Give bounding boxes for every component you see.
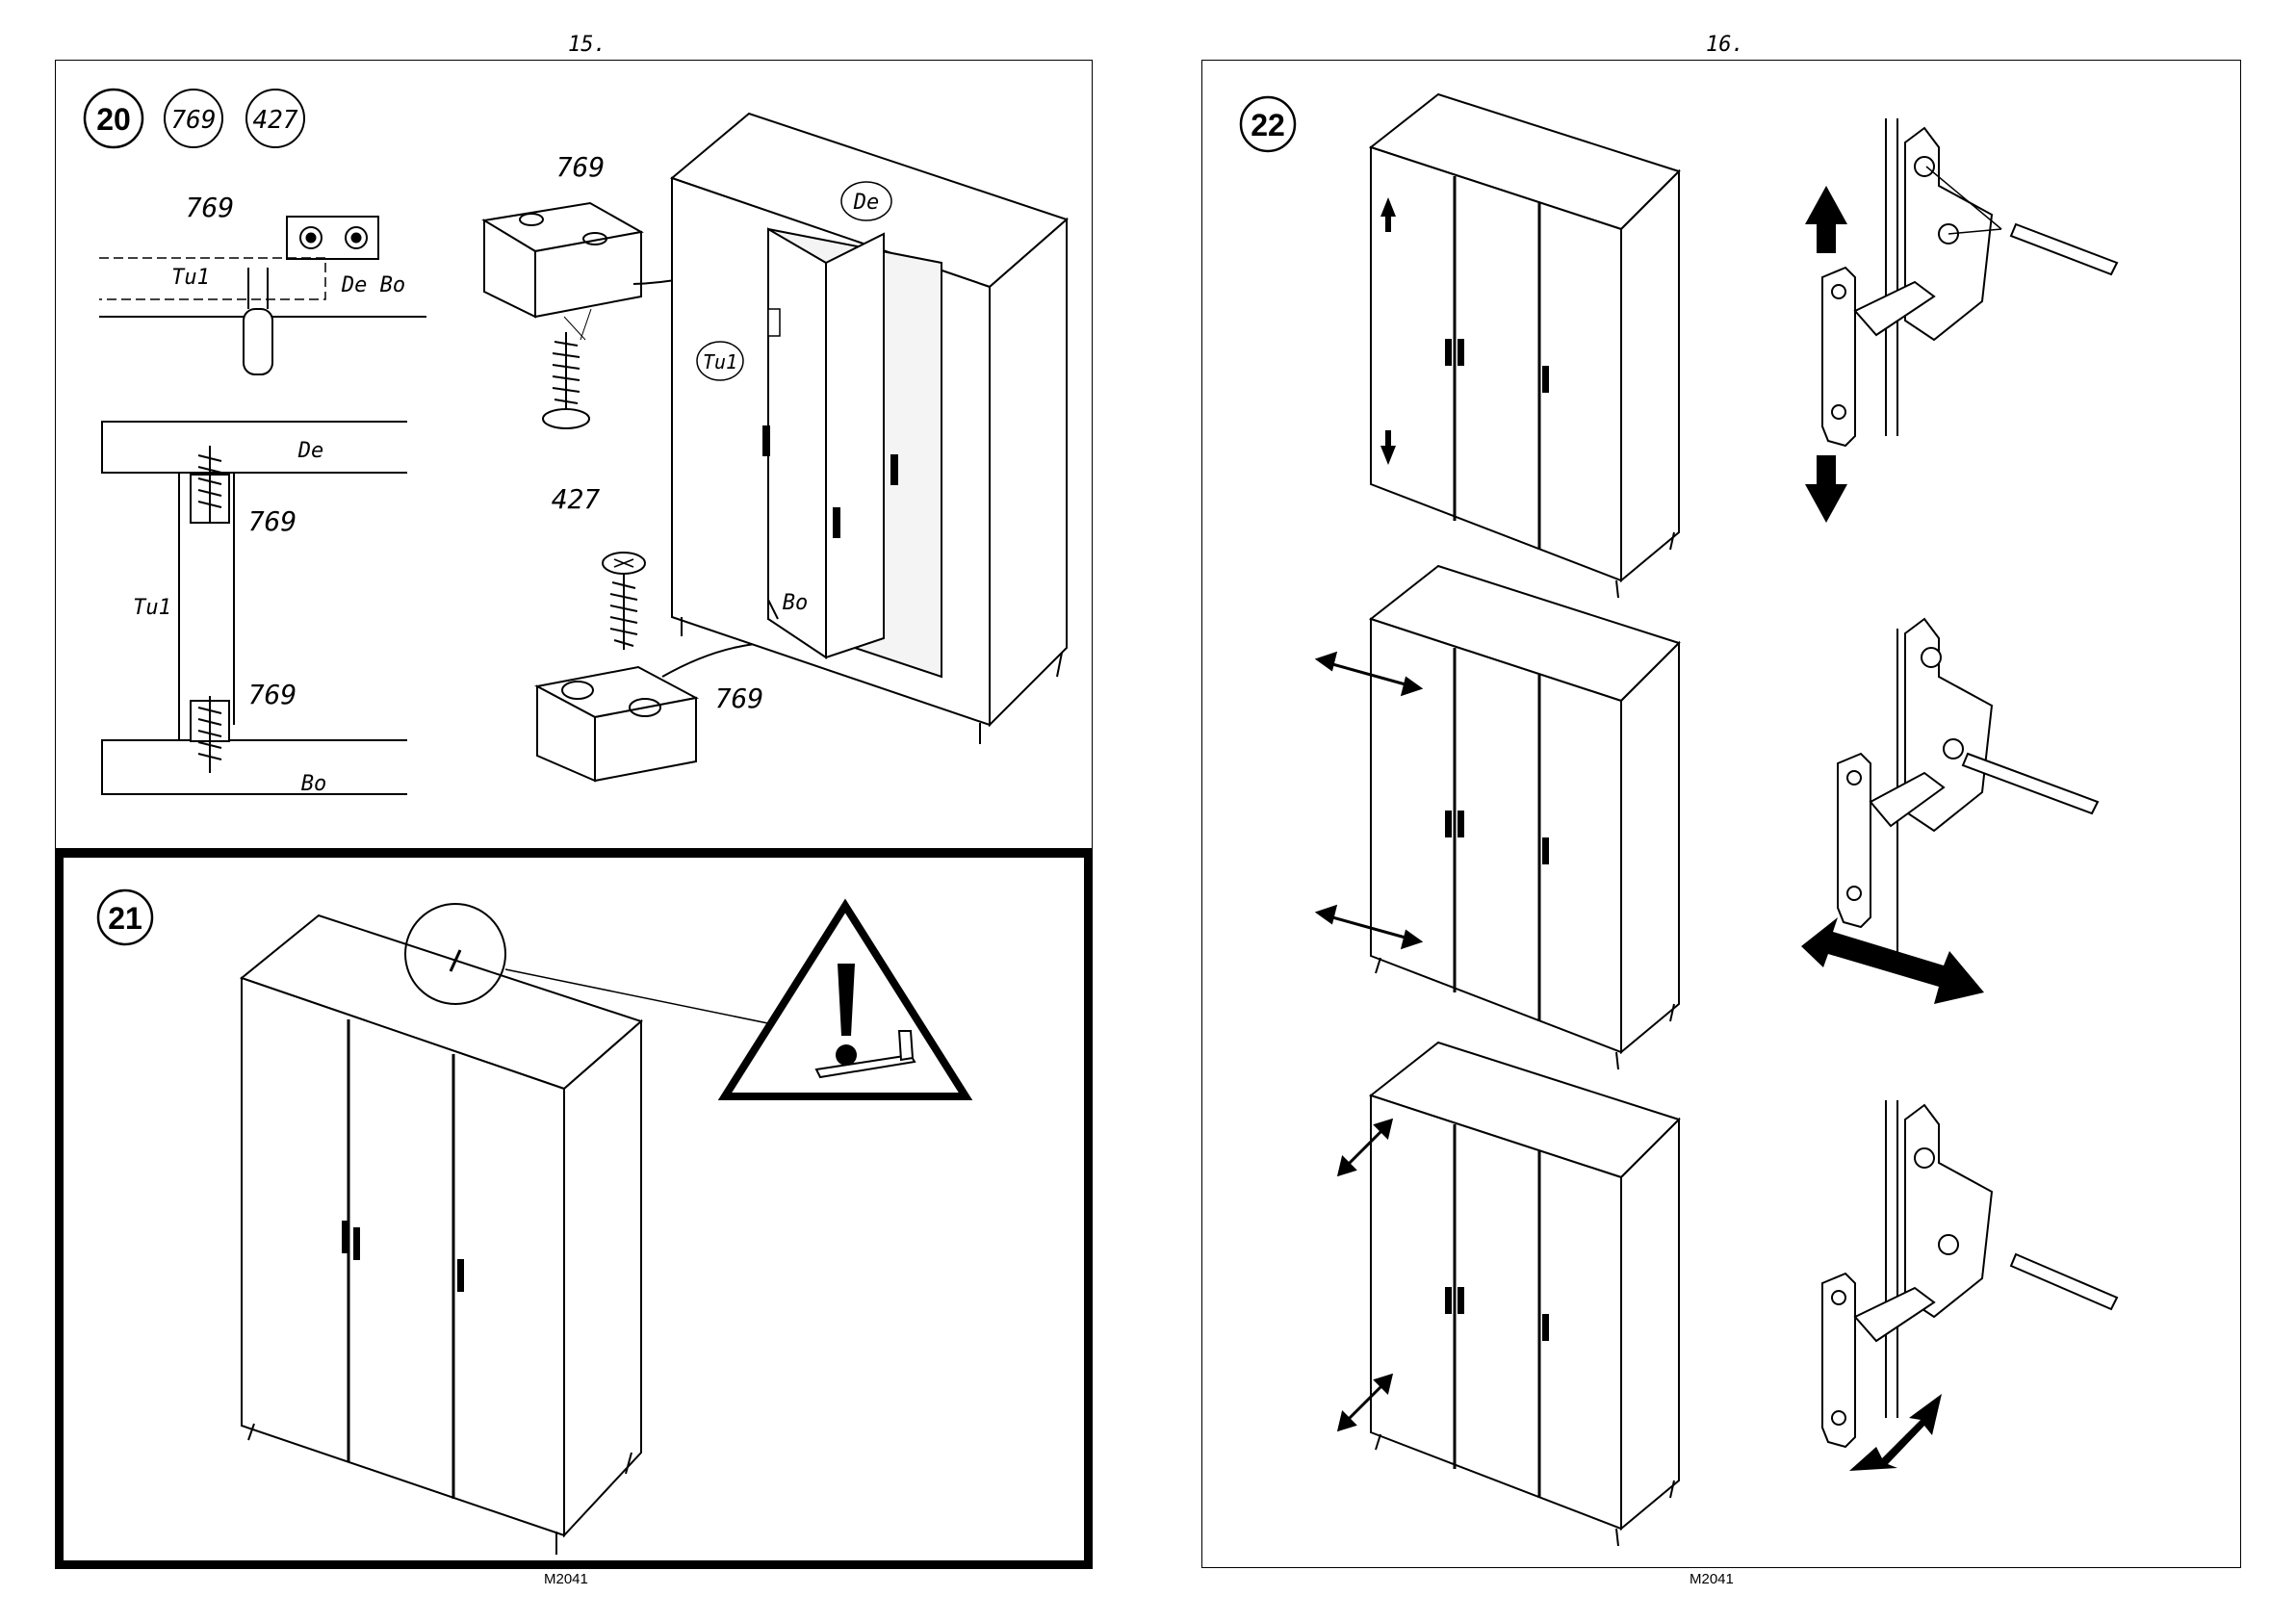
tag-de: De	[841, 182, 891, 220]
wardrobe-adjust-depth	[1371, 1043, 1679, 1546]
label-de-section: De	[297, 439, 324, 463]
part-badge-769: 769	[165, 90, 222, 147]
footer-code-right: M2041	[1690, 1571, 1734, 1587]
step-20-badge: 20	[85, 90, 142, 147]
wardrobe-closed	[242, 915, 641, 1555]
arrow-up-icon	[1805, 186, 1847, 253]
wardrobe-adjust-horizontal	[1371, 566, 1679, 1069]
label-tu1-top: Tu1	[171, 266, 210, 290]
label-bo-section: Bo	[301, 772, 327, 796]
svg-text:Tu1: Tu1	[703, 350, 737, 373]
svg-text:769: 769	[186, 192, 235, 223]
step-21-drawing: 21	[64, 858, 1084, 1560]
svg-text:20: 20	[96, 102, 131, 137]
svg-text:427: 427	[253, 106, 298, 135]
screw-769	[543, 332, 589, 428]
hinge-detail-vertical	[1822, 118, 2117, 446]
svg-text:De: De	[853, 191, 880, 215]
step-21-panel: 21	[55, 849, 1093, 1569]
label-tu1-section: Tu1	[133, 596, 171, 620]
svg-text:21: 21	[108, 901, 142, 936]
warning-triangle-icon	[725, 906, 966, 1096]
arrow-left-right-icon	[1801, 917, 1984, 1004]
label-769-main-bottom: 769	[715, 682, 764, 714]
arrow-depth-icon	[1849, 1394, 1942, 1471]
page-number-left: 15.	[568, 33, 606, 57]
step-22-badge: 22	[1241, 97, 1295, 151]
label-769-section-bottom: 769	[248, 679, 297, 710]
hinge-detail-horizontal	[1838, 619, 2098, 965]
step-20-panel: 20 769 427 769 Tu1 De Bo	[55, 60, 1093, 849]
svg-text:769: 769	[171, 106, 217, 135]
label-427-main: 427	[552, 483, 601, 515]
step-21-badge: 21	[98, 890, 152, 944]
wardrobe-adjust-vertical	[1371, 94, 1679, 598]
screw-427	[603, 553, 645, 650]
page-number-right: 16.	[1706, 33, 1744, 57]
step-22-panel: 22	[1201, 60, 2241, 1568]
step-20-drawing: 20 769 427 769 Tu1 De Bo	[56, 61, 1094, 850]
label-769-main-top: 769	[556, 151, 606, 183]
hinge-detail-depth	[1822, 1100, 2117, 1447]
arrow-down-icon	[1805, 455, 1847, 523]
svg-text:22: 22	[1251, 108, 1285, 142]
tag-bo: Bo	[783, 591, 809, 615]
label-769-section-top: 769	[248, 505, 297, 537]
label-de-bo: De Bo	[341, 273, 405, 297]
part-badge-427: 427	[246, 90, 304, 147]
step-22-drawing: 22	[1202, 61, 2242, 1569]
footer-code-left: M2041	[544, 1571, 588, 1587]
tag-tu1: Tu1	[697, 342, 743, 380]
